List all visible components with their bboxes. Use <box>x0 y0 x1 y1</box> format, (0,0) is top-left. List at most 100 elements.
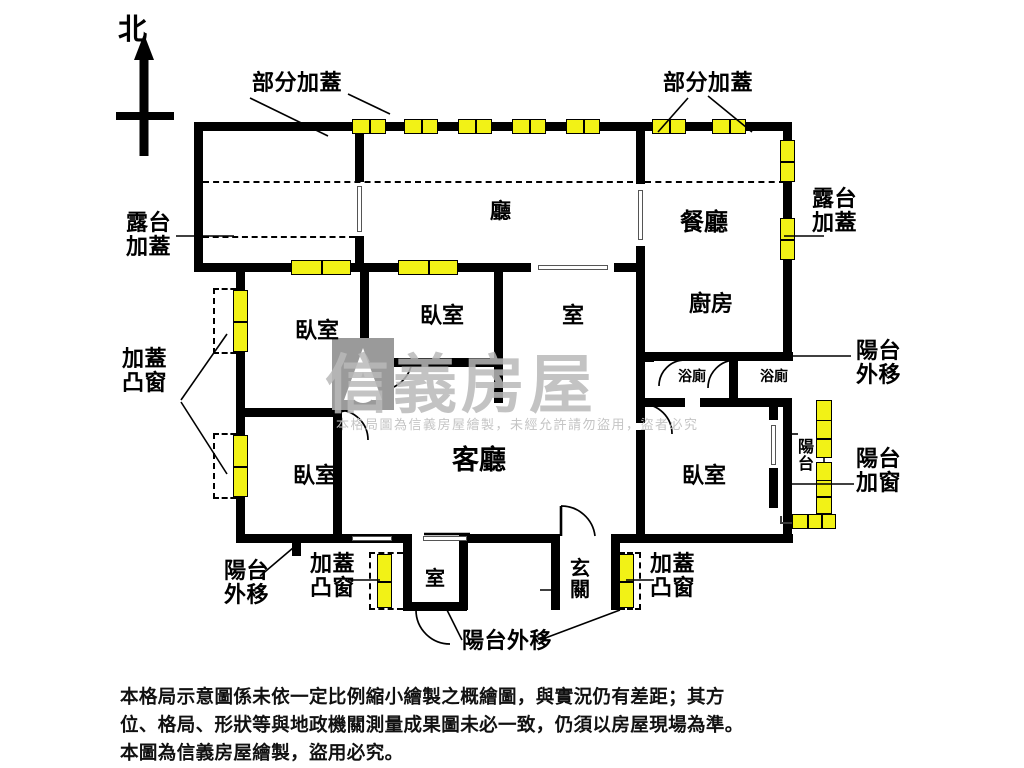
bay-window-box-foyer <box>611 552 641 610</box>
wall-bath-left-edge <box>645 352 654 362</box>
window-bay-lower <box>233 435 248 497</box>
room-label-dining: 餐廳 <box>680 208 728 236</box>
wall-hall-dining-upper <box>636 122 645 184</box>
wall-foyer-right <box>611 534 620 610</box>
window-balcony-lower <box>816 462 832 514</box>
terrace-dash-2 <box>203 236 355 238</box>
annotation-bay-cover-left: 加蓋 凸窗 <box>122 347 168 396</box>
window-top-4 <box>512 119 546 134</box>
room-label-kitchen: 廚房 <box>689 292 734 317</box>
window-balcony-upper <box>816 400 832 458</box>
wall-balcony-divider-b <box>769 468 778 508</box>
wall-foyer-left <box>551 534 560 610</box>
wall-bed-n-right <box>494 263 503 403</box>
wall-stub-bed-sw-bottom <box>292 534 301 556</box>
window-top-6 <box>652 119 686 134</box>
annotation-balcony-move-bottom: 陽台外移 <box>462 629 553 654</box>
window-hall-bottom-2 <box>398 260 458 275</box>
terrace-door-glass <box>357 186 362 232</box>
wall-stub-terrace-left <box>194 263 203 272</box>
watermark-logo-icon <box>332 338 394 410</box>
window-bay-bottom-right <box>619 554 634 608</box>
wall-hall-bottom-b <box>496 263 531 272</box>
window-top-5 <box>566 119 600 134</box>
annotation-balcony-move-left: 陽台 外移 <box>224 559 270 608</box>
wall-room-s-right <box>459 534 468 610</box>
balcony-door-glass <box>771 425 776 465</box>
wall-hall-bottom-c <box>614 263 645 272</box>
annotation-terrace-cover-left: 露台 加蓋 <box>126 211 172 260</box>
wall-left-main <box>236 272 245 542</box>
opening-room-s-top <box>423 536 467 541</box>
annotation-balcony-small: 陽 台 <box>798 437 815 474</box>
terrace-dash-1 <box>203 181 633 183</box>
annotation-partial-cover-left: 部分加蓋 <box>252 71 343 96</box>
wall-room-s-bottom <box>403 602 467 611</box>
room-label-room-s: 室 <box>425 566 445 590</box>
door-room-s <box>414 606 451 645</box>
disclaimer-line-2: 位、格局、形狀等與地政機關測量成果圖未必一致，仍須以房屋現場為準。 <box>120 714 744 736</box>
room-label-living: 客廳 <box>452 445 506 476</box>
wall-right-lower <box>783 398 792 543</box>
door-bath-right <box>707 356 738 389</box>
wall-bottom-right <box>611 534 793 543</box>
wall-top-left <box>194 122 360 131</box>
annotation-bay-cover-bottom-r: 加蓋 凸窗 <box>650 552 696 601</box>
window-balcony-bottom <box>792 514 836 529</box>
room-label-bedroom-se: 臥室 <box>682 464 727 489</box>
window-right-terrace-upper <box>780 140 795 182</box>
disclaimer-text: 本格局示意圖係未依一定比例縮小繪製之概繪圖，與實況仍有差距；其方 位、格局、形狀… <box>120 684 910 767</box>
room-label-bedroom-n: 臥室 <box>420 304 465 329</box>
wall-bed-n-bottom <box>388 358 498 367</box>
wall-bottom-left <box>236 534 411 543</box>
wall-bottom-center <box>459 534 559 543</box>
bay-window-box-bottom <box>369 552 403 610</box>
wall-bed-sw-right <box>333 408 342 542</box>
room-label-bedroom-nw: 臥室 <box>295 319 340 344</box>
wall-kitchen-bottom <box>645 352 793 361</box>
room-label-room-n: 室 <box>562 304 585 329</box>
window-hall-bottom-1 <box>291 260 351 275</box>
window-top-3 <box>458 119 492 134</box>
window-top-1 <box>352 119 386 134</box>
room-label-bedroom-sw: 臥室 <box>293 464 338 489</box>
wall-terrace-right <box>355 122 364 182</box>
watermark-brand: 信義房屋 <box>325 349 597 423</box>
room-label-hall: 廳 <box>490 199 511 223</box>
annotation-balcony-move-right: 陽台 外移 <box>856 339 902 388</box>
wall-bed-nw-right <box>360 263 369 353</box>
wall-hall-dining-lower <box>636 246 645 272</box>
wall-top-hall <box>352 122 638 131</box>
room-label-bath-right: 浴廁 <box>760 369 788 385</box>
leader-balcony-move-right <box>785 355 851 357</box>
annotation-partial-cover-right: 部分加蓋 <box>663 71 754 96</box>
window-top-7 <box>712 119 746 134</box>
wall-left-terrace <box>194 122 203 272</box>
window-bay-upper <box>233 290 248 352</box>
north-arrow-icon <box>116 34 174 156</box>
watermark-subtext: 本格局圖為信義房屋繪製，未經允許請勿盜用，盜者必究 <box>336 418 699 433</box>
opening-bed-sw-bottom <box>352 536 392 541</box>
wall-room-n-right <box>636 263 645 423</box>
wall-terrace-right-lower <box>355 236 364 272</box>
annotation-terrace-cover-right: 露台 加蓋 <box>812 187 858 236</box>
window-bay-bottom-left <box>377 554 392 608</box>
room-label-bath-left: 浴廁 <box>678 369 706 385</box>
wall-bath-bottom-left <box>645 398 685 407</box>
wall-bath-bottom-right <box>700 398 792 407</box>
terrace-dash-right <box>645 181 785 183</box>
room-label-foyer: 玄 關 <box>570 556 590 601</box>
annotation-balcony-window-right: 陽台 加窗 <box>856 447 902 496</box>
disclaimer-line-1: 本格局示意圖係未依一定比例縮小繪製之概繪圖，與實況仍有差距；其方 <box>120 687 725 708</box>
door-entrance-living <box>424 532 470 536</box>
window-top-2 <box>404 119 438 134</box>
balcony-inner-left <box>780 516 782 524</box>
wall-room-n-right-lower <box>636 430 645 542</box>
wall-balcony-divider-a <box>769 398 778 420</box>
annotation-bay-cover-bottom-l: 加蓋 凸窗 <box>310 552 356 601</box>
door-bath-left <box>658 356 687 387</box>
disclaimer-line-3: 本圖為信義房屋繪製，盜用必究。 <box>120 742 404 764</box>
door-bedroom-se <box>636 402 673 435</box>
door-foyer <box>559 505 596 537</box>
